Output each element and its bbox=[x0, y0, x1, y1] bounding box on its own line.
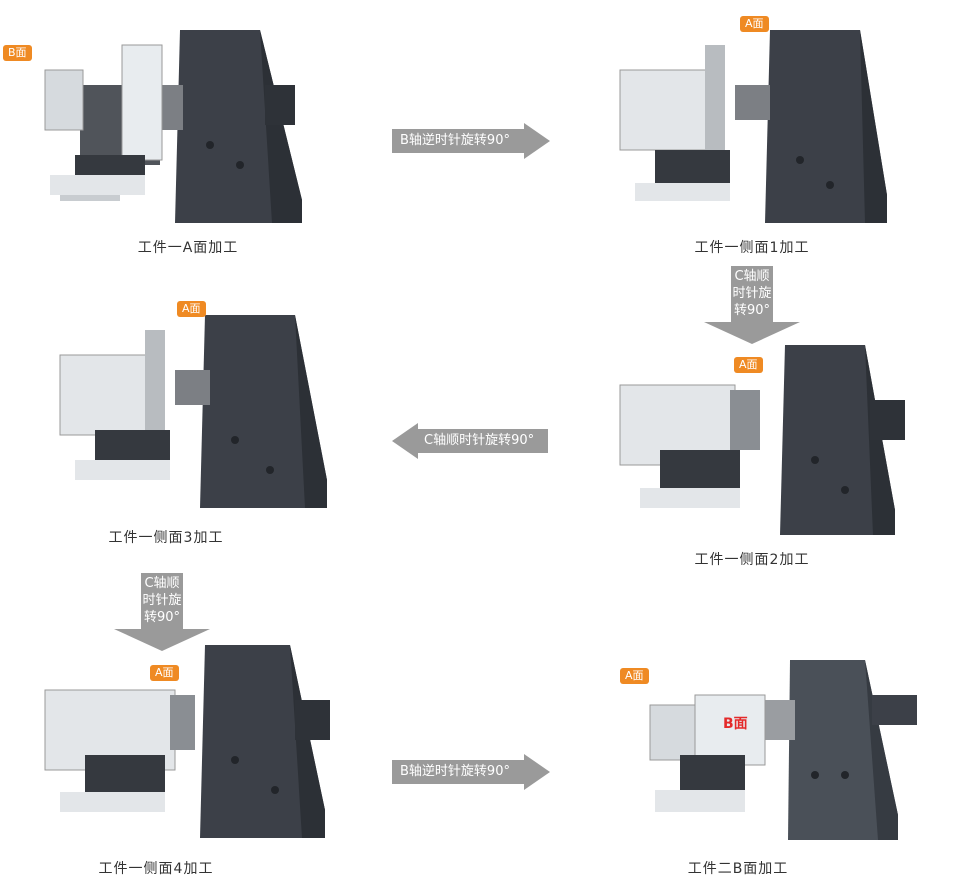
face-tag-6: A面 bbox=[620, 668, 649, 684]
machine-illustration-6 bbox=[649, 660, 917, 840]
machine-illustration-1 bbox=[44, 30, 302, 223]
face-tag-4: A面 bbox=[177, 301, 206, 317]
arrow-c-axis-cw-1: C轴顺时针旋转90° bbox=[704, 266, 800, 348]
arrow-b-axis-ccw-2: B轴逆时针旋转90° bbox=[392, 754, 550, 790]
machine-illustration-3 bbox=[619, 345, 905, 535]
step-caption-4: 工件一侧面3加工 bbox=[108, 530, 224, 546]
arrow-b-axis-ccw-1: B轴逆时针旋转90° bbox=[392, 123, 550, 159]
machine-illustration-2 bbox=[619, 30, 887, 223]
machine-illustration-5 bbox=[44, 645, 330, 838]
step-caption-1: 工件一A面加工 bbox=[137, 240, 239, 256]
face-tag-3: A面 bbox=[734, 357, 763, 373]
step-caption-2: 工件一侧面1加工 bbox=[694, 240, 810, 256]
arrow-c-axis-cw-3: C轴顺时针旋转90° bbox=[114, 573, 210, 655]
step-caption-5: 工件一侧面4加工 bbox=[98, 861, 214, 877]
b-face-label: B面 bbox=[723, 716, 748, 732]
step-caption-3: 工件一侧面2加工 bbox=[694, 552, 810, 568]
face-tag-1: B面 bbox=[3, 45, 32, 61]
step-caption-6: 工件二B面加工 bbox=[687, 861, 789, 877]
face-tag-2: A面 bbox=[740, 16, 769, 32]
arrow-c-axis-cw-2: C轴顺时针旋转90° bbox=[392, 423, 550, 459]
face-tag-5: A面 bbox=[150, 665, 179, 681]
machine-illustration-4 bbox=[59, 315, 327, 508]
